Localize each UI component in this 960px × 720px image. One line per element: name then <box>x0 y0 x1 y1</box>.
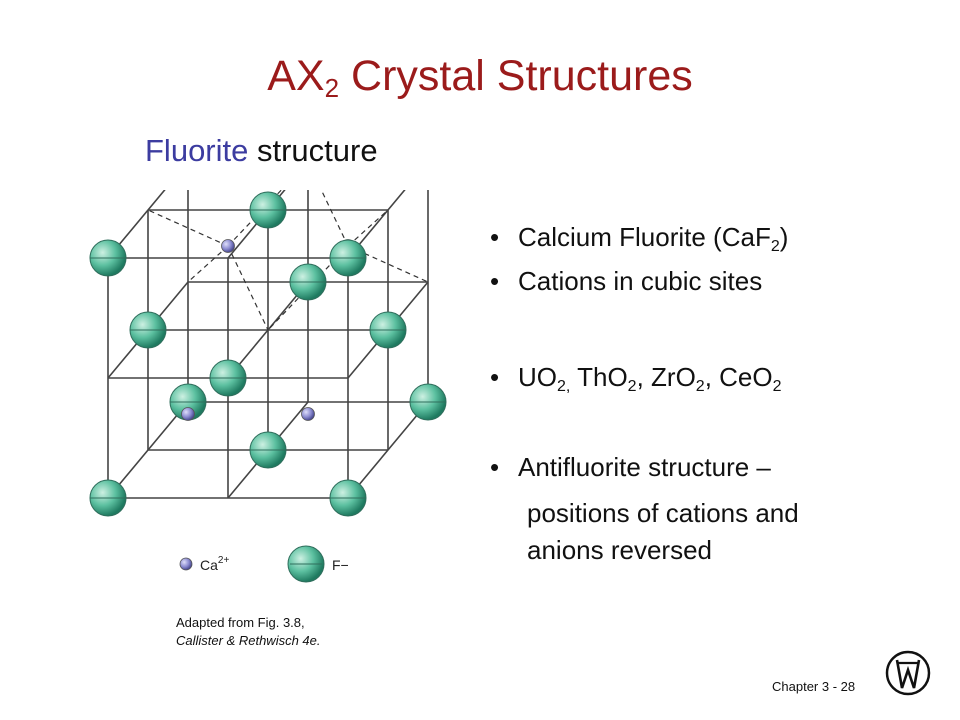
bullet-caf2: •Calcium Fluorite (CaF2) <box>490 222 789 255</box>
bullet-antifluorite: •Antifluorite structure – <box>490 452 771 482</box>
legend-cation-marker <box>179 557 193 571</box>
caption-line2: Callister & Rethwisch 4e. <box>176 633 321 648</box>
legend-anion-label: F− <box>332 557 349 573</box>
fluoride-anion <box>209 359 247 397</box>
bond-line <box>187 245 229 283</box>
fluoride-anion <box>369 311 407 349</box>
lattice-line <box>347 190 406 259</box>
subtitle-rest: structure <box>248 133 378 168</box>
bullet-oxides: •UO2, ThO2, ZrO2, CeO2 <box>490 362 782 395</box>
bond-line <box>347 245 429 283</box>
section-subtitle: Fluorite structure <box>145 133 378 169</box>
page-title: AX2 Crystal Structures <box>267 52 693 103</box>
figure-caption: Adapted from Fig. 3.8, Callister & Rethw… <box>176 614 321 650</box>
atoms <box>89 191 447 517</box>
antifluorite-line1: positions of cations and <box>527 498 799 528</box>
tetrahedral-bonds <box>147 190 429 331</box>
calcium-cation <box>221 239 235 253</box>
calcium-cation <box>181 407 195 421</box>
fluorite-crystal-diagram: Ca2+ F− <box>89 190 447 583</box>
legend: Ca2+ F− <box>179 545 349 583</box>
fluoride-anion <box>329 479 367 517</box>
fluoride-anion <box>289 263 327 301</box>
slide-footer: Chapter 3 - 28 <box>772 679 855 694</box>
bond-line <box>320 190 349 247</box>
fluoride-anion <box>249 191 287 229</box>
legend-cation-label: Ca2+ <box>200 555 229 573</box>
chapter-label: Chapter 3 - <box>772 679 838 694</box>
fluoride-anion <box>329 239 367 277</box>
bond-line <box>227 245 269 331</box>
fluoride-anion <box>89 239 127 277</box>
fluoride-anion <box>249 431 287 469</box>
fluoride-anion <box>409 383 447 421</box>
calcium-cation <box>301 407 315 421</box>
caption-line1: Adapted from Fig. 3.8, <box>176 615 305 630</box>
subtitle-accent: Fluorite <box>145 133 249 168</box>
bond-line <box>147 209 229 247</box>
page-number: 28 <box>840 679 856 694</box>
fluoride-anion <box>89 479 127 517</box>
wiley-logo-icon <box>885 650 931 696</box>
bullet-cubic-sites: •Cations in cubic sites <box>490 266 763 296</box>
antifluorite-line2: anions reversed <box>527 535 712 565</box>
fluoride-anion <box>129 311 167 349</box>
